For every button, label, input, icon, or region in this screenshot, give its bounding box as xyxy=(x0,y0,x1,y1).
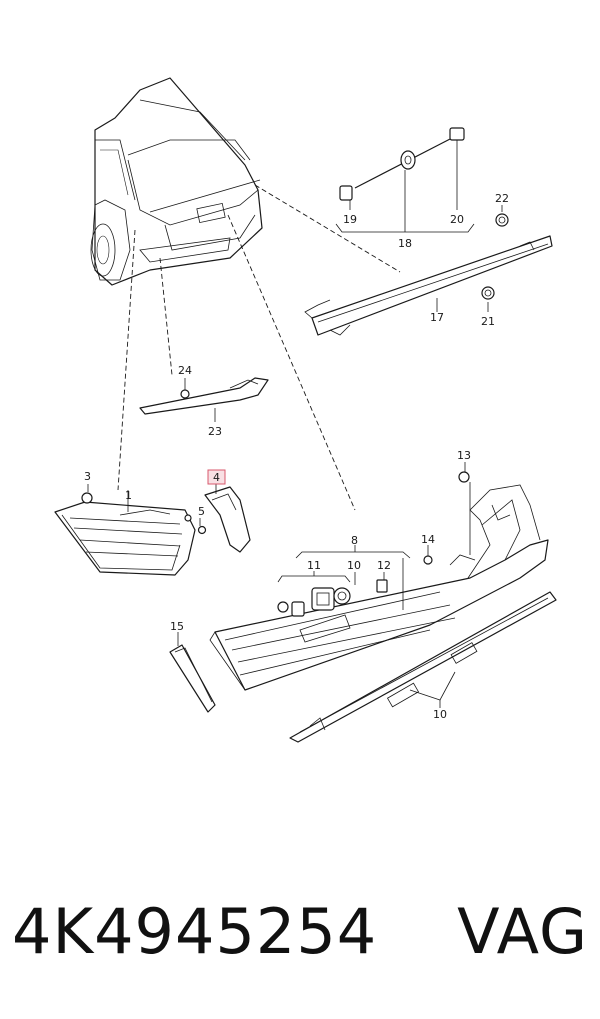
callout-18: 18 xyxy=(398,237,412,250)
part-number: 4K4945254 xyxy=(12,895,378,968)
bumper-assembly-8 xyxy=(209,484,549,691)
light-strip-17 xyxy=(304,235,553,336)
callout-5: 5 xyxy=(198,505,205,518)
callout-11: 11 xyxy=(307,559,321,572)
reflector-strip-10 xyxy=(289,591,557,743)
callout-14: 14 xyxy=(421,533,435,546)
callout-24: 24 xyxy=(178,364,192,377)
callout-10-upper: 10 xyxy=(347,559,361,572)
side-reflector-15 xyxy=(169,632,216,713)
car-rear-view xyxy=(90,77,263,286)
callout-13: 13 xyxy=(457,449,471,462)
callout-17: 17 xyxy=(430,311,444,324)
callout-19: 19 xyxy=(343,213,357,226)
grommet-22 xyxy=(495,213,509,227)
bracket-4 xyxy=(204,484,251,553)
parts-diagram: 1 3 4 5 8 10 10 11 12 13 14 15 17 18 19 … xyxy=(54,77,557,743)
callout-23: 23 xyxy=(208,425,222,438)
screw-5 xyxy=(197,525,207,535)
trim-strip-23 xyxy=(139,377,269,415)
callout-8: 8 xyxy=(351,534,358,547)
callout-10-lower: 10 xyxy=(433,708,447,721)
callout-21: 21 xyxy=(481,315,495,328)
small-parts-group xyxy=(277,471,470,617)
callout-12: 12 xyxy=(377,559,391,572)
callout-3: 3 xyxy=(84,470,91,483)
clip-21 xyxy=(481,286,495,300)
callout-20: 20 xyxy=(450,213,464,226)
callout-1: 1 xyxy=(125,489,132,502)
callout-22: 22 xyxy=(495,192,509,205)
brand-label: VAG xyxy=(457,895,588,968)
footer: 4K4945254 VAG xyxy=(0,890,600,990)
callout-15: 15 xyxy=(170,620,184,633)
callout-4: 4 xyxy=(213,471,220,484)
callout-4-highlight xyxy=(207,469,226,485)
tail-light-1 xyxy=(54,490,196,576)
cable-assembly-18 xyxy=(335,127,475,233)
